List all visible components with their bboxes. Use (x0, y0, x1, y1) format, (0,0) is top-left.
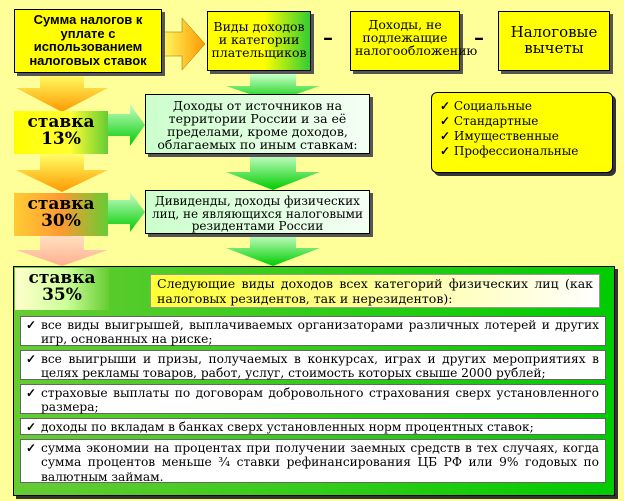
rate-35-item: ✓все выигрыши и призы, получаемых в конк… (20, 350, 606, 380)
arrow-side-2 (108, 192, 145, 232)
arrow-side-1 (108, 104, 145, 146)
separator-1: – (323, 25, 333, 49)
rate-35-item: ✓страховые выплаты по договорам добровол… (20, 384, 606, 414)
deductions-list: ✓ Социальные ✓ Стандартные ✓ Имущественн… (431, 92, 613, 173)
check-icon: ✓ (440, 114, 451, 128)
check-icon: ✓ (26, 420, 37, 434)
rate-35-header: Следующие виды доходов всех категорий фи… (150, 274, 600, 308)
arrow-green-2 (226, 154, 320, 190)
check-icon: ✓ (26, 441, 37, 455)
deductions-box: Налоговые вычеты (498, 11, 610, 71)
taxes-box: Сумма налогов к уплате с использованием … (14, 9, 162, 73)
arrow-down-3 (16, 236, 108, 266)
arrow-right (159, 17, 206, 71)
rate-30-text: Дивиденды, доходы физических лиц, не явл… (145, 190, 370, 234)
rate-35-item: ✓сумма экономии на процентах при получен… (20, 439, 606, 484)
arrow-down-2 (16, 154, 108, 192)
not-taxed-box: Доходы, не подлежащие налогообложению (350, 11, 477, 71)
rate-35-item: ✓доходы по вкладам в банках сверх устано… (20, 418, 606, 435)
separator-2: – (474, 25, 484, 49)
arrow-down-1 (16, 74, 108, 112)
arrow-green-3 (226, 234, 320, 266)
check-icon: ✓ (26, 318, 37, 332)
rate-13-text: Доходы от источников на территории Росси… (145, 94, 370, 154)
list-item: ✓ Имущественные (440, 129, 559, 143)
rate-35-item: ✓все виды выигрышей, выплачиваемых орган… (20, 316, 606, 346)
list-item: ✓ Стандартные (440, 114, 539, 128)
check-icon: ✓ (440, 99, 451, 113)
check-icon: ✓ (440, 144, 451, 158)
rate-30-box: ставка 30% (14, 193, 108, 236)
check-icon: ✓ (440, 129, 451, 143)
list-item: ✓ Профессиональные (440, 144, 579, 158)
arrow-green-1 (226, 74, 320, 102)
rate-13-box: ставка 13% (14, 111, 108, 154)
check-icon: ✓ (26, 352, 37, 366)
check-icon: ✓ (26, 386, 37, 400)
income-types-box: Виды доходов и категории плательщиков (207, 11, 311, 71)
list-item: ✓ Социальные (440, 99, 532, 113)
rate-35-box: ставка 35% (15, 268, 109, 310)
